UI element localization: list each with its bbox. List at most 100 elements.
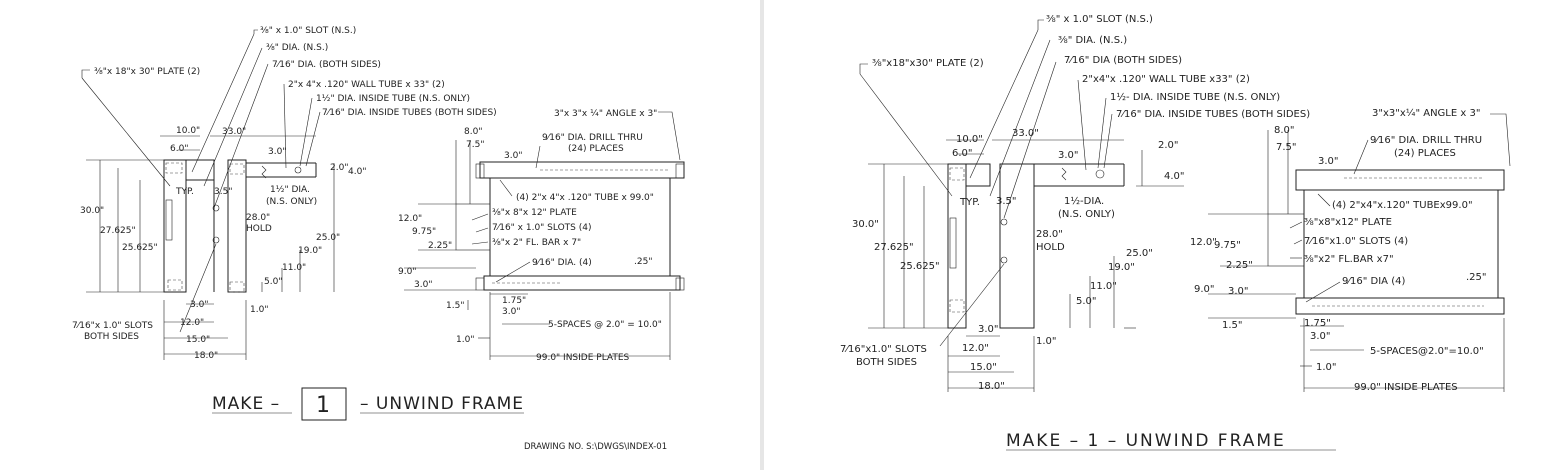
drawing-panel-redrawn: ⅜" x 1.0" SLOT (N.S.) ⅜" DIA. (N.S.) ⅜"x… <box>764 0 1556 470</box>
label-hold-dim: 28.0" <box>246 213 270 223</box>
dim-3-right: 3.0" <box>1318 156 1339 167</box>
side-dimensions <box>868 139 1184 392</box>
dim-7-5: 7.5" <box>466 140 484 150</box>
dim-15: 15.0" <box>186 335 210 345</box>
label-inside-plates: 99.0" INSIDE PLATES <box>536 353 630 363</box>
dim-15: 15.0" <box>970 362 997 373</box>
label-ns-only: (N.S. ONLY) <box>1058 209 1115 220</box>
side-dimensions <box>86 135 335 360</box>
label-places: (24) PLACES <box>568 144 624 154</box>
label-hold: HOLD <box>1036 242 1065 253</box>
dim-1: 1.0" <box>1036 336 1057 347</box>
dim-3-lower: 3.0" <box>414 280 432 290</box>
label-flbar: ⅜"x2" FL.BAR x7" <box>1304 254 1394 265</box>
label-wall-tube: 2"x4"x .120" WALL TUBE x33" (2) <box>1082 74 1250 85</box>
dim-25-625: 25.625" <box>900 261 940 272</box>
dim-2-25: 2.25" <box>428 241 452 251</box>
drawing-original-svg: ⅜" x 1.0" SLOT (N.S.) ⅜" DIA. (N.S.) ⅜"x… <box>72 26 685 452</box>
dim-27-625: 27.625" <box>874 242 914 253</box>
label-dia15: 1½-DIA. <box>1064 195 1104 207</box>
dim-30: 30.0" <box>80 206 104 216</box>
dim-30: 30.0" <box>852 219 879 230</box>
dim-3-bottom: 3.0" <box>978 324 999 335</box>
label-hold: HOLD <box>246 224 272 234</box>
dim-3-bottom: 3.0" <box>190 300 208 310</box>
label-slots4: 7⁄16" x 1.0" SLOTS (4) <box>492 223 592 233</box>
dim-25: 25.0" <box>316 233 340 243</box>
label-drill: 9⁄16" DIA. DRILL THRU <box>1370 135 1482 146</box>
top-leaders <box>1289 113 1511 303</box>
dim-9: 9.0" <box>398 267 416 277</box>
dim-3-bot-right: 3.0" <box>502 307 520 317</box>
label-places: (24) PLACES <box>1394 148 1456 159</box>
dim-6: 6.0" <box>170 144 188 154</box>
label-inside-tube: 1½" DIA. INSIDE TUBE (N.S. ONLY) <box>316 94 470 104</box>
top-dimensions <box>404 140 671 360</box>
dim-3-top: 3.0" <box>1058 150 1079 161</box>
dim-4: 4.0" <box>1164 171 1185 182</box>
dim-3-right: 3.0" <box>504 151 522 161</box>
dim-1-right: 1.0" <box>1316 362 1337 373</box>
label-both-sides: BOTH SIDES <box>856 357 917 368</box>
label-dia15: 1½" DIA. <box>270 185 310 195</box>
label-hold-dim: 28.0" <box>1036 229 1063 240</box>
label-spaces: 5-SPACES @ 2.0" = 10.0" <box>548 320 662 330</box>
dim-19: 19.0" <box>1108 262 1135 273</box>
dim-9-75: 9.75" <box>412 227 436 237</box>
dim-025: .25" <box>634 257 652 267</box>
dim-1: 1.0" <box>250 305 268 315</box>
dim-11: 11.0" <box>1090 281 1117 292</box>
dim-2-25: 2.25" <box>1226 260 1253 271</box>
label-dia716: 7⁄16" DIA. (BOTH SIDES) <box>272 60 381 70</box>
label-inside-tubes: 7⁄16" DIA. INSIDE TUBES (BOTH SIDES) <box>322 108 497 118</box>
label-inside-tubes: 7⁄16" DIA. INSIDE TUBES (BOTH SIDES) <box>1116 109 1310 120</box>
leader-lines <box>81 29 321 333</box>
dim-2: 2.0" <box>1158 140 1179 151</box>
dim-12: 12.0" <box>962 343 989 354</box>
side-frame <box>947 163 1125 329</box>
label-drill: 9⁄16" DIA. DRILL THRU <box>542 133 643 143</box>
label-dia38: ⅜" DIA. (N.S.) <box>266 43 328 53</box>
title-make: MAKE – <box>212 394 280 414</box>
dim-8: 8.0" <box>464 127 482 137</box>
dim-1-75: 1.75" <box>502 296 526 306</box>
dim-025: .25" <box>1466 272 1487 283</box>
dim-3-lower: 3.0" <box>1228 286 1249 297</box>
dim-2: 2.0" <box>330 163 348 173</box>
title-unwind: – UNWIND FRAME <box>360 394 524 414</box>
drawing-number: DRAWING NO. S:\DWGS\INDEX-01 <box>524 442 667 452</box>
label-angle: 3"x 3"x ¼" ANGLE x 3" <box>554 109 657 119</box>
dim-1-75: 1.75" <box>1304 318 1331 329</box>
title-quantity: 1 <box>316 393 330 418</box>
dim-19: 19.0" <box>298 246 322 256</box>
dim-27-625: 27.625" <box>100 226 136 236</box>
dim-1-5: 1.5" <box>1222 320 1243 331</box>
dim-9: 9.0" <box>1194 284 1215 295</box>
title: MAKE – 1 – UNWIND FRAME <box>1006 431 1286 451</box>
top-dimensions <box>1208 130 1505 392</box>
top-frame <box>455 161 685 291</box>
label-dia716: 7⁄16" DIA (BOTH SIDES) <box>1064 55 1182 66</box>
label-dia916: 9⁄16" DIA. (4) <box>532 258 592 268</box>
side-frame <box>163 159 317 293</box>
label-slot: ⅜" x 1.0" SLOT (N.S.) <box>1046 14 1153 25</box>
dim-11: 11.0" <box>282 263 306 273</box>
top-frame <box>1267 169 1505 315</box>
dim-4: 4.0" <box>348 167 366 177</box>
label-dia38: ⅜" DIA. (N.S.) <box>1058 35 1127 46</box>
label-ns-only: (N.S. ONLY) <box>266 197 317 207</box>
dim-1-right: 1.0" <box>456 335 474 345</box>
dim-5: 5.0" <box>1076 296 1097 307</box>
label-angle: 3"x3"x¼" ANGLE x 3" <box>1372 107 1480 119</box>
label-dia916: 9⁄16" DIA (4) <box>1342 276 1405 287</box>
dim-3-5: 3.5" <box>214 187 232 197</box>
dim-18: 18.0" <box>978 381 1005 392</box>
label-plate8: ⅜"x8"x12" PLATE <box>1304 217 1392 228</box>
label-slots4: 7⁄16"x1.0" SLOTS (4) <box>1304 236 1408 247</box>
dim-6: 6.0" <box>952 148 973 159</box>
dim-25-625: 25.625" <box>122 243 158 253</box>
label-inside-plates: 99.0" INSIDE PLATES <box>1354 382 1458 393</box>
label-both-sides: BOTH SIDES <box>84 332 139 342</box>
label-plate: ⅜"x 18"x 30" PLATE (2) <box>94 67 200 77</box>
dim-18: 18.0" <box>194 351 218 361</box>
